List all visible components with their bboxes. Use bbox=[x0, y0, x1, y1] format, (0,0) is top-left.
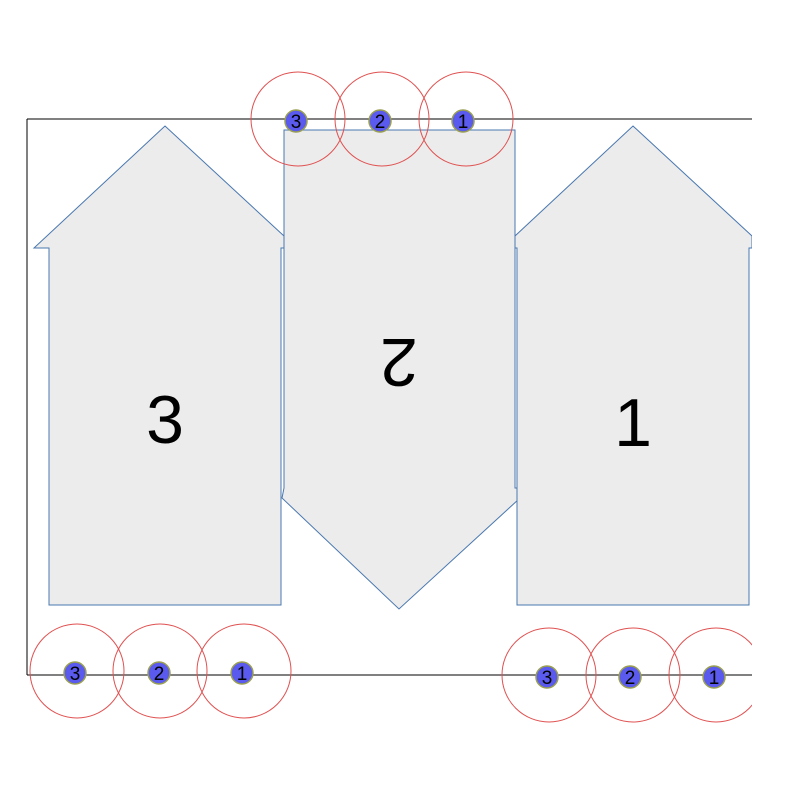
marker-number: 3 bbox=[542, 668, 553, 689]
arrow-shape-2: 2 bbox=[281, 129, 533, 610]
marker: 2 bbox=[334, 71, 430, 167]
marker-group-bottom-right: 3 2 1 bbox=[501, 627, 764, 723]
marker-dot bbox=[147, 661, 171, 685]
marker-dot bbox=[618, 665, 642, 689]
marker-ring bbox=[250, 71, 346, 167]
marker-number: 1 bbox=[709, 668, 720, 689]
marker-ring bbox=[112, 623, 208, 719]
marker-number: 1 bbox=[237, 664, 248, 685]
marker-dot bbox=[284, 109, 308, 133]
marker-ring bbox=[501, 627, 597, 723]
marker-number: 2 bbox=[375, 112, 386, 133]
marker-ring bbox=[196, 623, 292, 719]
arrow-label: 2 bbox=[380, 324, 418, 400]
marker-number: 2 bbox=[154, 664, 165, 685]
marker-dot bbox=[230, 661, 254, 685]
marker-number: 3 bbox=[291, 112, 302, 133]
arrow-label: 1 bbox=[614, 385, 652, 461]
marker: 3 bbox=[29, 623, 125, 719]
marker: 3 bbox=[501, 627, 597, 723]
marker: 2 bbox=[585, 627, 681, 723]
marker-ring bbox=[334, 71, 430, 167]
arrow-label: 3 bbox=[146, 382, 184, 458]
marker: 1 bbox=[668, 627, 764, 723]
marker-number: 1 bbox=[458, 112, 469, 133]
marker-dot bbox=[535, 665, 559, 689]
marker-ring bbox=[29, 623, 125, 719]
marker-group-bottom-left: 3 2 1 bbox=[29, 623, 292, 719]
marker-number: 3 bbox=[70, 664, 81, 685]
arrow-body bbox=[514, 125, 753, 606]
marker-ring bbox=[418, 71, 514, 167]
right-edge-mask bbox=[752, 0, 794, 794]
marker: 1 bbox=[418, 71, 514, 167]
marker: 1 bbox=[196, 623, 292, 719]
marker-dot bbox=[368, 109, 392, 133]
marker-group-top: 3 2 1 bbox=[250, 71, 514, 167]
marker-dot bbox=[702, 665, 726, 689]
marker: 2 bbox=[112, 623, 208, 719]
arrow-shape-1: 1 bbox=[514, 125, 753, 606]
marker: 3 bbox=[250, 71, 346, 167]
marker-dot bbox=[63, 661, 87, 685]
arrow-body bbox=[32, 125, 299, 606]
marker-dot bbox=[451, 109, 475, 133]
marker-number: 2 bbox=[625, 668, 636, 689]
arrow-shape-3: 3 bbox=[32, 125, 299, 606]
arrow-body bbox=[281, 129, 533, 610]
marker-ring bbox=[585, 627, 681, 723]
